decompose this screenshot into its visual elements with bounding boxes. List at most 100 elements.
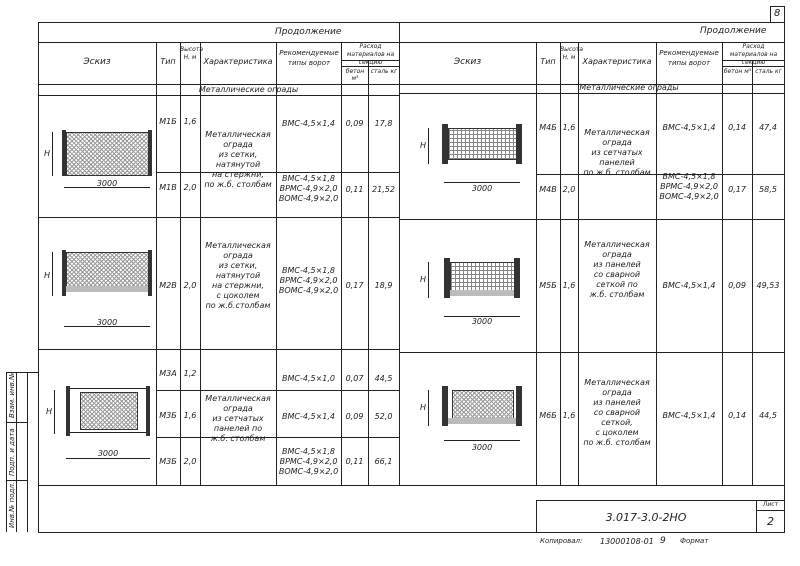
dim-3000: 3000 bbox=[96, 179, 118, 188]
dim-3000: 3000 bbox=[471, 317, 493, 326]
left-header-steel: сталь кг bbox=[370, 68, 398, 75]
height-m1b: 1,6 bbox=[183, 117, 197, 126]
right-header-sketch: Эскиз bbox=[453, 57, 482, 67]
left-section-title: Металлические ограды bbox=[198, 85, 299, 94]
concrete-m4v: 0,17 bbox=[728, 185, 746, 194]
left-header-sketch: Эскиз bbox=[83, 57, 111, 67]
left-header-type: Тип bbox=[160, 57, 176, 66]
steel-m3a: 44,5 bbox=[374, 374, 393, 383]
right-header-consumption: Расход материалов на секцию bbox=[729, 43, 778, 66]
gates-m6b: ВМС-4,5×1,4 bbox=[662, 411, 716, 420]
type-m3b-2: М3Б bbox=[159, 457, 177, 466]
right-header-gates: Рекомендуемые типы ворот bbox=[659, 49, 719, 67]
gates-m4b: ВМС-4,5×1,4 bbox=[662, 123, 716, 132]
height-m6b: 1,6 bbox=[562, 411, 576, 420]
type-m1b: М1Б bbox=[159, 117, 177, 126]
sheet-number: 2 bbox=[767, 515, 774, 528]
dim-h: H bbox=[44, 271, 51, 280]
left-header-height: Высота Н, м bbox=[180, 46, 203, 61]
left-header-character: Характеристика bbox=[203, 57, 273, 66]
dim-3000: 3000 bbox=[96, 318, 118, 327]
height-m3b-2: 2,0 bbox=[183, 457, 197, 466]
right-header-concrete: бетон м³ bbox=[723, 68, 752, 75]
height-m5b: 1,6 bbox=[562, 281, 576, 290]
concrete-m3b-2: 0,11 bbox=[345, 457, 364, 466]
height-m1v: 2,0 bbox=[183, 183, 197, 192]
height-m2v: 2,0 bbox=[183, 281, 197, 290]
type-m3a: М3А bbox=[159, 369, 177, 378]
steel-m5b: 49,53 bbox=[756, 281, 780, 290]
concrete-m5b: 0,09 bbox=[728, 281, 746, 290]
footer-number: 13000108-01 bbox=[600, 537, 654, 546]
type-m6b: М6Б bbox=[539, 411, 557, 420]
document-code: 3.017-3.0-2НО bbox=[605, 511, 687, 524]
steel-m3b-2: 66,1 bbox=[374, 457, 393, 466]
steel-m1v: 21,52 bbox=[372, 185, 395, 194]
type-m1v: М1В bbox=[159, 183, 177, 192]
margin-label-a: Инв.№ подл. bbox=[8, 481, 16, 528]
steel-m4b: 47,4 bbox=[759, 123, 777, 132]
right-header-steel: сталь кг bbox=[755, 68, 782, 75]
steel-m2v: 18,9 bbox=[374, 281, 393, 290]
height-m4b: 1,6 bbox=[562, 123, 576, 132]
dim-h: H bbox=[420, 275, 427, 284]
gates-m3b: ВМС-4,5×1,4 bbox=[281, 412, 335, 421]
page-number: 8 bbox=[774, 8, 781, 19]
dim-h: H bbox=[46, 407, 53, 416]
dim-3000: 3000 bbox=[97, 449, 119, 458]
right-header-character: Характеристика bbox=[582, 57, 652, 66]
concrete-m1b: 0,09 bbox=[345, 119, 364, 128]
dim-h: H bbox=[420, 403, 427, 412]
height-m3b: 1,6 bbox=[183, 411, 197, 420]
dim-h: H bbox=[44, 149, 51, 158]
concrete-m4b: 0,14 bbox=[728, 123, 746, 132]
steel-m1b: 17,8 bbox=[374, 119, 393, 128]
concrete-m6b: 0,14 bbox=[728, 411, 746, 420]
sheet-label: Лист bbox=[762, 501, 779, 508]
height-m4v: 2,0 bbox=[562, 185, 576, 194]
type-m5b: М5Б bbox=[539, 281, 557, 290]
left-header-consumption: Расход материалов на секцию bbox=[346, 43, 395, 66]
concrete-m1v: 0,11 bbox=[345, 185, 364, 194]
dim-3000: 3000 bbox=[471, 443, 493, 452]
steel-m3b: 52,0 bbox=[374, 412, 393, 421]
left-header-concrete: бетон м³ bbox=[345, 68, 365, 82]
continuation-title-right: Продолжение bbox=[700, 26, 767, 36]
right-section-title: Металлические ограды bbox=[579, 83, 679, 92]
type-m4v: М4В bbox=[539, 185, 557, 194]
height-m3a: 1,2 bbox=[183, 369, 197, 378]
footer-n: 9 bbox=[660, 536, 666, 546]
gates-m5b: ВМС-4,5×1,4 bbox=[662, 281, 716, 290]
dim-h: H bbox=[420, 141, 427, 150]
type-m3b: М3Б bbox=[159, 411, 177, 420]
gates-m1b: ВМС-4,5×1,4 bbox=[281, 119, 335, 128]
concrete-m3a: 0,07 bbox=[345, 374, 364, 383]
right-header-height: Высота Н, м bbox=[560, 46, 583, 61]
steel-m4v: 58,5 bbox=[759, 185, 777, 194]
footer-format: Формат bbox=[680, 537, 709, 545]
right-header-type: Тип bbox=[540, 57, 556, 66]
gates-m3a: ВМС-4,5×1,0 bbox=[281, 374, 335, 383]
concrete-m2v: 0,17 bbox=[345, 281, 364, 290]
concrete-m3b: 0,09 bbox=[345, 412, 364, 421]
continuation-title-left: Продолжение bbox=[275, 27, 342, 37]
margin-label-b: Подп. и дата bbox=[8, 428, 16, 476]
steel-m6b: 44,5 bbox=[759, 411, 777, 420]
type-m2v: М2В bbox=[159, 281, 177, 290]
margin-label-c: Взам. инв.№ bbox=[8, 372, 16, 418]
dim-3000: 3000 bbox=[471, 184, 493, 193]
left-header-gates: Рекомендуемые типы ворот bbox=[279, 49, 339, 67]
footer-control: Копировал: bbox=[540, 537, 583, 545]
type-m4b: М4Б bbox=[539, 123, 557, 132]
